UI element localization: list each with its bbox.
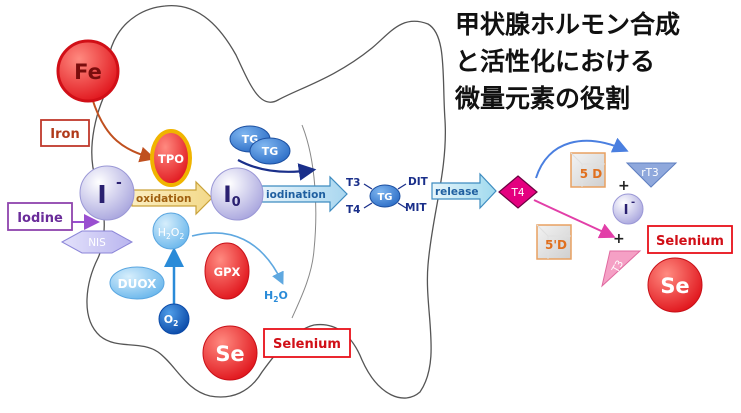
t3-left-label: T3 bbox=[346, 177, 360, 189]
iron-to-tpo-arrow bbox=[91, 97, 156, 163]
oxidation-label: oxidation bbox=[136, 193, 192, 205]
plus-2: + bbox=[613, 231, 625, 247]
thyroid-inner-line bbox=[291, 124, 317, 319]
iodide-circle bbox=[79, 165, 135, 221]
gpx-label: GPX bbox=[214, 265, 241, 279]
t4-to-t3-arrow bbox=[533, 199, 616, 239]
tg-spoke-2 bbox=[363, 202, 373, 209]
iodide-charge: - bbox=[116, 175, 122, 191]
fe-label: Fe bbox=[74, 60, 102, 84]
rt3-label: rT3 bbox=[641, 167, 658, 179]
t3-triangle bbox=[601, 250, 642, 288]
nis-shape bbox=[60, 230, 134, 254]
iodide-right-circle bbox=[612, 193, 644, 225]
i0-circle bbox=[210, 167, 264, 221]
oxidation-arrow bbox=[131, 180, 213, 216]
t4-label: T4 bbox=[510, 187, 524, 199]
selenium-right-box bbox=[647, 225, 733, 254]
nis-label: NIS bbox=[88, 237, 106, 249]
selenium-right-label: Selenium bbox=[656, 234, 724, 249]
rt3-triangle bbox=[625, 162, 678, 188]
tg-mid bbox=[369, 184, 401, 208]
tg-spoke-1 bbox=[363, 183, 373, 190]
d5-label: 5 D bbox=[580, 167, 603, 181]
tg-mid-label: TG bbox=[377, 192, 392, 203]
page-title: 甲状腺ホルモン合成 と活性化における 微量元素の役割 bbox=[455, 6, 735, 117]
h2o2-circle bbox=[152, 212, 190, 250]
release-label: release bbox=[435, 186, 478, 198]
iodination-label: iodination bbox=[266, 189, 326, 201]
tg-top-2 bbox=[249, 137, 291, 165]
h2o2-to-h2o-arrow bbox=[191, 232, 284, 285]
selenium-bottom-label: Selenium bbox=[273, 337, 341, 352]
d5prime-box-bevel bbox=[536, 224, 571, 259]
selenium-bottom-box bbox=[263, 328, 351, 358]
d5prime-label: 5'D bbox=[545, 238, 567, 252]
title-line-3: 微量元素の役割 bbox=[455, 84, 631, 113]
mit-label: MIT bbox=[405, 202, 427, 214]
iodide-right-charge: - bbox=[631, 197, 635, 208]
duox-label: DUOX bbox=[118, 277, 157, 291]
tg-top-arrow bbox=[237, 159, 317, 181]
tg-top-2-label: TG bbox=[262, 145, 279, 158]
dit-label: DIT bbox=[408, 176, 429, 188]
title-line-1: 甲状腺ホルモン合成 bbox=[455, 10, 681, 39]
title-line-2: と活性化における bbox=[455, 47, 656, 76]
iodine-box bbox=[7, 202, 73, 231]
tg-spoke-3 bbox=[397, 183, 407, 190]
i0-label: I0 bbox=[223, 183, 240, 210]
iodination-arrow bbox=[261, 175, 348, 213]
gpx-ellipse bbox=[204, 242, 250, 300]
iodide-label: I bbox=[97, 180, 106, 209]
iodide-right-label: I bbox=[624, 203, 629, 218]
tg-spoke-4 bbox=[397, 202, 407, 209]
tpo-label: TPO bbox=[158, 152, 184, 166]
se-right-label: Se bbox=[660, 274, 689, 298]
d5-box-bevel bbox=[570, 152, 605, 187]
iodine-label: Iodine bbox=[17, 211, 63, 226]
tpo-ellipse bbox=[150, 129, 192, 187]
iron-label: Iron bbox=[50, 127, 79, 142]
t4-to-rt3-arrow bbox=[535, 137, 629, 179]
t4-left-label: T4 bbox=[346, 204, 360, 216]
h2o-label: H2O bbox=[264, 289, 288, 304]
duox-ellipse bbox=[109, 266, 165, 300]
plus-1: + bbox=[618, 178, 630, 194]
se-bottom-circle bbox=[202, 325, 258, 381]
o2-circle bbox=[158, 303, 190, 335]
iron-box bbox=[40, 119, 90, 147]
se-right-circle bbox=[647, 257, 703, 313]
o2-label: O2 bbox=[164, 313, 179, 328]
fe-circle bbox=[56, 39, 120, 103]
release-arrow bbox=[431, 172, 497, 210]
h2o2-label: H2O2 bbox=[158, 226, 185, 241]
se-bottom-label: Se bbox=[215, 342, 244, 366]
t4-diamond bbox=[498, 175, 538, 209]
